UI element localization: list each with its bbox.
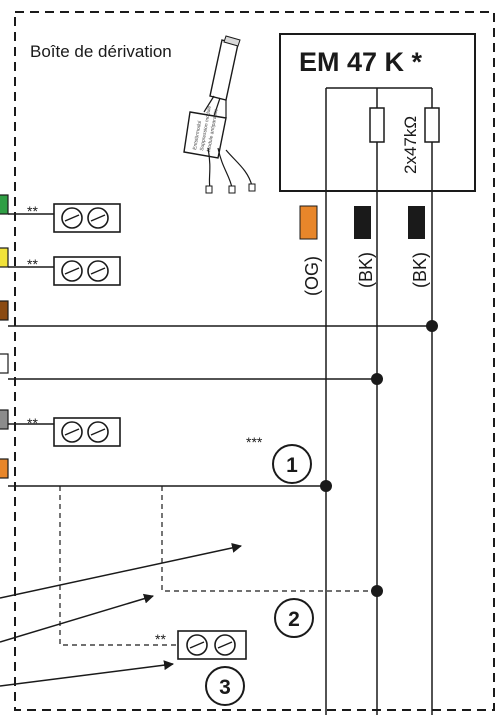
callout-1-label: 1 xyxy=(286,454,298,477)
connector-block-icon xyxy=(53,203,121,233)
wire-label-bk: (BK) xyxy=(410,252,430,288)
callout-2 xyxy=(274,598,314,638)
feed-wires xyxy=(8,325,432,487)
resistor-icon xyxy=(424,107,440,143)
junction-box-label: Boîte de dérivation xyxy=(30,42,172,61)
wire-marker-bk xyxy=(408,206,425,239)
terminal-stub-white xyxy=(0,353,9,374)
connector-block-icon xyxy=(177,630,247,660)
module-wires xyxy=(325,88,433,715)
callout-2-label: 2 xyxy=(288,608,300,631)
wire-marker-bk xyxy=(354,206,371,239)
terminal-stub-brown xyxy=(0,300,9,321)
wire-marker-og xyxy=(299,205,318,240)
marker-double-star: ** xyxy=(27,256,38,272)
marker-double-star: ** xyxy=(27,415,38,431)
marker-double-star: ** xyxy=(27,203,38,219)
connector-block-icon xyxy=(53,417,121,447)
module-label: EM 47 K * xyxy=(299,47,423,77)
wire-label-bk: (BK) xyxy=(356,252,376,288)
callout-3-label: 3 xyxy=(219,676,231,699)
connector-block-icon xyxy=(53,256,121,286)
marker-triple-star: *** xyxy=(246,434,263,450)
junction-dot-icon xyxy=(426,320,438,332)
resistor-icon xyxy=(369,107,385,143)
connector-wires xyxy=(8,213,54,425)
marker-double-star: ** xyxy=(155,631,166,647)
resistor-value-label: 2x47kΩ xyxy=(401,116,420,174)
dashed-wiring xyxy=(59,486,377,646)
wire-label-og: (OG) xyxy=(302,256,322,296)
junction-dot-icon xyxy=(320,480,332,492)
module-internal-wiring xyxy=(326,87,433,108)
terminal-stub-yellow xyxy=(0,247,9,268)
terminal-stub-orange xyxy=(0,458,9,479)
cable-module-icon: Entstörmodul Suppression module Module a… xyxy=(183,35,256,194)
svg-text:Entstörmodul: Entstörmodul xyxy=(192,120,203,150)
terminal-stub-green xyxy=(0,194,9,215)
arrow-icon xyxy=(0,543,242,687)
callout-3 xyxy=(205,666,245,706)
junction-box-outline xyxy=(14,11,495,711)
terminal-stub-grey xyxy=(0,409,9,430)
callout-1 xyxy=(272,444,312,484)
junction-dot-icon xyxy=(371,373,383,385)
